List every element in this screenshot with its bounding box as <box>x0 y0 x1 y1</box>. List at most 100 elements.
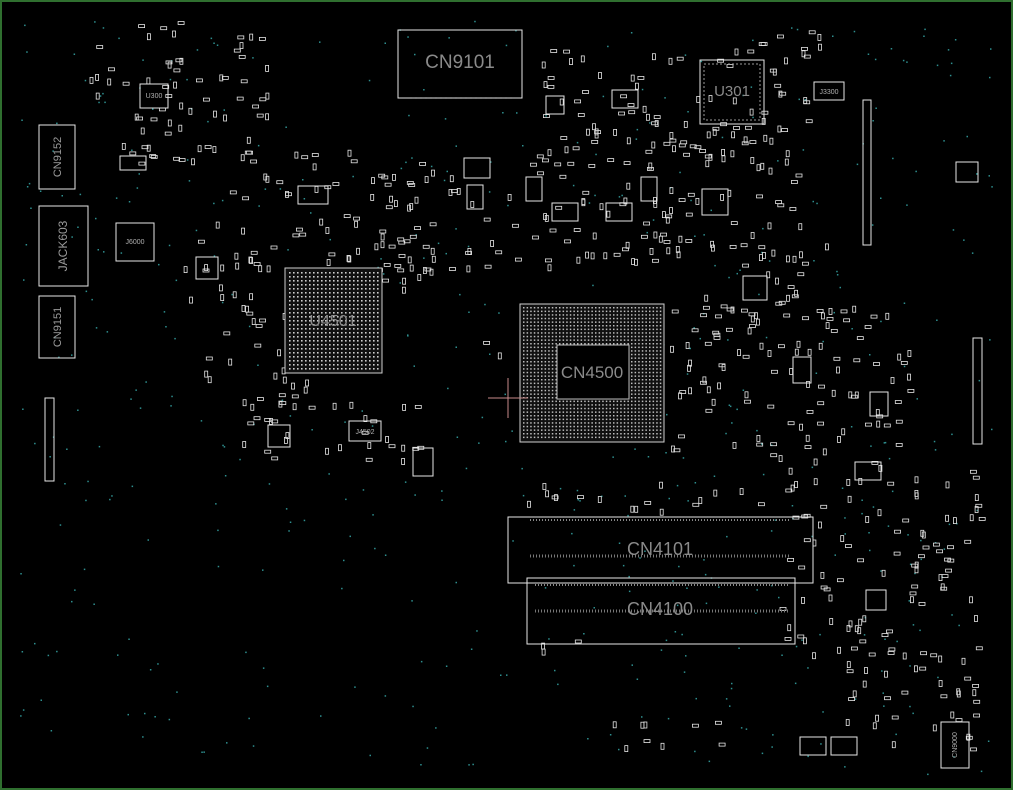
via <box>761 443 763 445</box>
via <box>504 393 506 396</box>
chip-mid-k[interactable] <box>854 461 882 481</box>
chip-mid-u[interactable] <box>466 184 484 210</box>
chip-u301[interactable]: U301 <box>699 59 765 125</box>
chip-mid-n[interactable] <box>830 736 858 756</box>
chip-mid-f[interactable] <box>742 275 768 301</box>
chip-mid-h[interactable] <box>267 424 291 448</box>
chip-mid-c[interactable] <box>551 202 579 222</box>
bga-ball <box>289 344 291 346</box>
via <box>919 629 921 632</box>
socket-pin <box>605 425 608 428</box>
smd-pad <box>207 376 212 384</box>
socket-pin <box>634 415 637 417</box>
bga-ball <box>357 312 359 314</box>
bga-ball <box>297 320 299 322</box>
chip-mid-i[interactable] <box>611 89 639 109</box>
socket-pin <box>526 389 529 392</box>
socket-pin <box>526 310 529 313</box>
socket-pin <box>526 415 529 417</box>
bga-ball <box>297 348 299 350</box>
connector-cn9151[interactable]: CN9151 <box>38 295 76 359</box>
socket-pin <box>616 436 619 439</box>
socket-pin <box>598 321 601 323</box>
chip-mid-p[interactable] <box>869 391 889 417</box>
socket-pin <box>627 310 629 313</box>
via <box>285 126 287 128</box>
chip-mid-d[interactable] <box>605 202 633 222</box>
socket-pin <box>649 339 651 341</box>
chip-mid-j[interactable] <box>545 95 565 115</box>
chip-mid-a[interactable] <box>463 157 491 179</box>
socket-pin <box>623 321 626 323</box>
smd-pad <box>645 149 653 154</box>
socket-pin <box>530 332 532 334</box>
socket-pin <box>649 350 651 352</box>
chip-mid-e[interactable] <box>701 188 729 216</box>
socket-cn4500[interactable]: CN4500 <box>519 303 665 443</box>
slot-cn4100[interactable]: CN4100 <box>526 577 796 645</box>
chip-mid-m[interactable] <box>799 736 827 756</box>
socket-pin <box>584 307 586 309</box>
socket-pin <box>641 397 644 399</box>
chip-u4501[interactable]: U4501 <box>284 267 383 374</box>
via <box>222 444 224 447</box>
connector-strip-right-upper[interactable] <box>862 99 872 246</box>
socket-pin <box>631 314 633 316</box>
chip-right-small[interactable] <box>955 161 979 183</box>
socket-pin <box>623 415 626 417</box>
chip-mid-r[interactable] <box>119 155 147 171</box>
socket-pin <box>652 389 655 392</box>
via <box>912 624 915 626</box>
smd-pad <box>150 117 158 122</box>
smd-pad <box>853 358 861 363</box>
bga-ball <box>333 340 335 342</box>
connector-strip-right-lower[interactable] <box>972 337 983 445</box>
connector-j6000[interactable]: J6000 <box>115 222 155 262</box>
socket-pin <box>541 339 543 341</box>
bga-ball <box>297 344 299 346</box>
bga-ball <box>309 272 311 274</box>
socket-pin <box>609 339 611 341</box>
via <box>117 654 119 656</box>
socket-pin <box>541 343 543 345</box>
connector-cn9000[interactable]: CN9000 <box>940 721 970 769</box>
socket-pin <box>580 436 583 439</box>
bga-ball <box>309 288 311 290</box>
bga-ball <box>293 356 295 358</box>
bga-ball <box>349 276 351 278</box>
chip-mid-t[interactable] <box>525 176 543 202</box>
smd-pad <box>666 247 671 255</box>
chip-u300[interactable]: U300 <box>139 83 169 109</box>
socket-pin <box>566 332 568 334</box>
jack-jack603[interactable]: JACK603 <box>38 205 89 287</box>
chip-mid-q[interactable] <box>792 356 812 384</box>
label-cn4500: CN4500 <box>561 363 623 382</box>
smd-pad <box>750 232 755 239</box>
connector-j4502[interactable]: J4502 <box>348 420 382 442</box>
chip-mid-s[interactable] <box>640 176 658 202</box>
connector-j3300[interactable]: J3300 <box>813 81 845 101</box>
smd-pad <box>497 352 502 360</box>
smd-pad <box>536 154 544 159</box>
smd-pad <box>803 637 807 645</box>
smd-pad <box>204 370 209 378</box>
bga-ball <box>337 300 339 302</box>
slot-cn4101[interactable]: CN4101 <box>507 516 814 584</box>
smd-pad <box>659 481 663 489</box>
smd-pad <box>245 305 250 313</box>
socket-pin <box>602 404 604 406</box>
chip-mid-o[interactable] <box>412 447 434 477</box>
connector-cn9101[interactable]: CN9101 <box>397 29 523 99</box>
chip-mid-l[interactable] <box>865 589 887 611</box>
socket-pin <box>526 350 529 352</box>
socket-pin <box>526 371 529 374</box>
chip-mid-b[interactable] <box>297 185 329 205</box>
connector-cn9152[interactable]: CN9152 <box>38 124 76 190</box>
smd-pad <box>699 149 706 153</box>
via <box>420 660 423 663</box>
socket-pin <box>577 429 579 431</box>
connector-strip-left[interactable] <box>44 397 55 482</box>
chip-mid-g[interactable] <box>195 256 219 280</box>
bga-ball <box>305 332 307 334</box>
via <box>721 136 724 139</box>
